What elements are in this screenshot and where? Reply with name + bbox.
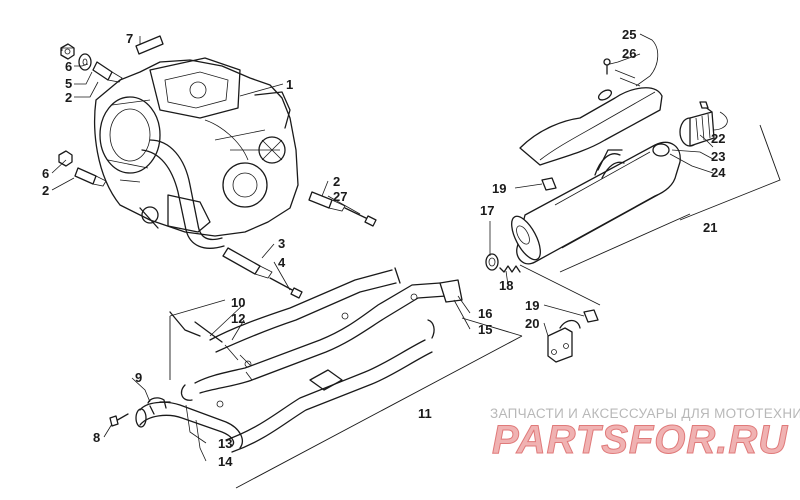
callout-21: 21 xyxy=(703,220,717,235)
callout-20: 20 xyxy=(525,316,539,331)
callout-15: 15 xyxy=(478,322,492,337)
callout-2-side: 2 xyxy=(42,183,49,198)
watermark-tagline: ЗАПЧАСТИ И АКСЕССУАРЫ ДЛЯ МОТОТЕХНИКИ xyxy=(490,406,800,421)
screw-22 xyxy=(699,101,713,113)
engine-assembly xyxy=(94,57,299,249)
callout-23: 23 xyxy=(711,149,725,164)
gasket-17 xyxy=(485,253,499,271)
callout-19-upper: 19 xyxy=(492,181,506,196)
callout-12: 12 xyxy=(231,311,245,326)
callout-2-top: 2 xyxy=(65,90,72,105)
grommet-19-upper xyxy=(541,177,557,191)
callout-18: 18 xyxy=(499,278,513,293)
callout-22: 22 xyxy=(711,131,725,146)
screw-26 xyxy=(603,58,611,75)
bolt-4 xyxy=(269,277,303,299)
gasket-7 xyxy=(135,35,164,55)
bolt-8 xyxy=(109,413,129,427)
stud-3 xyxy=(222,247,273,279)
bolt-27 xyxy=(344,207,377,227)
spark-arrestor-23 xyxy=(679,111,715,147)
callout-14: 14 xyxy=(218,454,233,469)
callout-10: 10 xyxy=(231,295,245,310)
callout-6-side: 6 xyxy=(42,166,49,181)
callout-9: 9 xyxy=(135,370,142,385)
spacer-2 xyxy=(308,191,346,212)
callout-7: 7 xyxy=(126,31,133,46)
callout-13: 13 xyxy=(218,436,232,451)
watermark-logo: PARTSFOR.RU xyxy=(492,418,788,462)
callout-1: 1 xyxy=(286,77,293,92)
callout-3: 3 xyxy=(278,236,285,251)
stud-2-top xyxy=(92,61,123,83)
callout-4: 4 xyxy=(278,255,286,270)
washer-5 xyxy=(78,53,92,71)
heat-shield-25 xyxy=(519,69,663,166)
callout-17: 17 xyxy=(480,203,494,218)
callout-8: 8 xyxy=(93,430,100,445)
nut-6-side xyxy=(58,150,73,167)
callout-24: 24 xyxy=(711,165,726,180)
bracket-20 xyxy=(547,319,581,363)
stud-2-side xyxy=(74,167,107,187)
callout-16: 16 xyxy=(478,306,492,321)
callout-26: 26 xyxy=(622,46,636,61)
nut-6-top xyxy=(60,43,75,60)
spring-18 xyxy=(499,265,521,273)
callout-19-lower: 19 xyxy=(525,298,539,313)
leader-lines xyxy=(51,33,728,462)
assembly-bracket-11 xyxy=(169,299,523,489)
watermark: ЗАПЧАСТИ И АКСЕССУАРЫ ДЛЯ МОТОТЕХНИКИ PA… xyxy=(490,406,800,463)
callout-5: 5 xyxy=(65,76,72,91)
grommet-19-lower xyxy=(583,309,599,323)
assembly-bracket-21 xyxy=(519,124,781,306)
callout-27: 27 xyxy=(333,189,347,204)
callout-11: 11 xyxy=(418,406,432,421)
gasket-24 xyxy=(652,143,670,157)
callout-25: 25 xyxy=(622,27,636,42)
callout-2-right: 2 xyxy=(333,174,340,189)
header-pipe-assembly xyxy=(135,267,463,453)
muffler-assembly xyxy=(511,141,681,265)
callout-labels: 1 2 2 2 3 4 5 6 6 7 8 9 10 11 12 13 14 1… xyxy=(42,27,726,469)
callout-6-top: 6 xyxy=(65,59,72,74)
clamp-9 xyxy=(147,397,171,415)
